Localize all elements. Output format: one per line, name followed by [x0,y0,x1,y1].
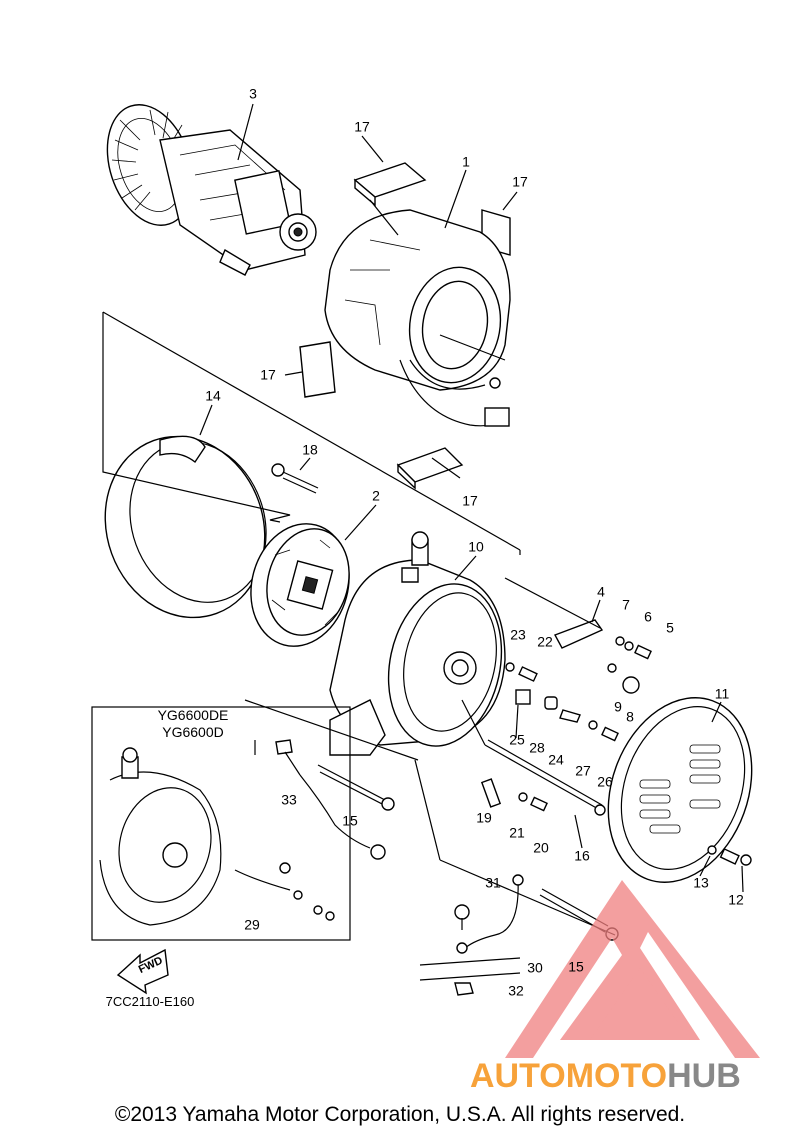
housing-part [329,531,506,756]
part-number-label: 26 [597,774,613,790]
part-number-label: 16 [574,848,590,864]
part-number-label: 25 [509,732,525,748]
part-number-label: 11 [715,686,730,702]
part-number-label: 28 [529,740,545,756]
part-number-label: 17 [512,174,528,190]
part-number-label: 1 [462,154,470,170]
part-number-label: 5 [666,620,674,636]
part-number-label: 15 [342,813,358,829]
part-number-label: 32 [508,983,524,999]
leader-lines [199,103,744,893]
watermark-logo [505,880,760,1058]
part-number-label: 30 [527,960,543,976]
part-number-label: 20 [533,840,549,856]
diagram-code: 7CC2110-E160 [106,994,195,1009]
part-number-label: 7 [622,597,630,613]
part-number-label: 31 [485,875,501,891]
part-number-label: 10 [468,539,484,555]
inset-model-label: YG6600D [162,724,223,740]
part-number-label: 17 [260,367,276,383]
assembly-lines [102,199,616,936]
part-number-label: 13 [693,875,709,891]
insulator-pads [299,162,511,490]
part-number-label: 33 [281,792,297,808]
variant-inset-box [91,706,351,941]
part-number-label: 17 [354,119,370,135]
watermark-auto: AUTO [470,1057,566,1095]
watermark-hub: HUB [667,1057,741,1095]
small-hardware [480,619,752,866]
part-number-label: 18 [302,442,318,458]
part-labels: 1234567891011121314151516171717171819202… [205,86,744,999]
part-number-label: 8 [626,709,634,725]
part-number-label: 22 [537,634,553,650]
left-bolts [275,739,395,860]
part-number-label: 2 [372,488,380,504]
part-number-label: 17 [462,493,478,509]
part-number-label: 3 [249,86,257,102]
part-number-label: 29 [244,917,260,933]
part-number-label: 19 [476,810,492,826]
watermark-text: AUTOMOTOHUB [470,1057,741,1095]
copyright-notice: ©2013 Yamaha Motor Corporation, U.S.A. A… [114,1103,686,1126]
bolt-18 [271,463,319,494]
part-number-label: 12 [728,892,744,908]
part-number-label: 27 [575,763,591,779]
stator-part [324,209,511,427]
part-number-label: 23 [510,627,526,643]
end-cover-part [607,697,753,883]
part-number-label: 24 [548,752,564,768]
rotor-part [250,523,350,647]
part-number-label: 14 [205,388,221,404]
inset-model-label: YG6600DE [158,707,229,723]
part-number-label: 4 [597,584,605,600]
part-number-label: 9 [614,699,622,715]
engine-assembly-part [106,104,317,276]
watermark-moto: MOTO [566,1057,667,1095]
forward-direction-arrow [116,948,169,995]
part-number-label: 6 [644,609,652,625]
part-number-label: 21 [509,825,525,841]
part-number-label: 15 [568,959,584,975]
